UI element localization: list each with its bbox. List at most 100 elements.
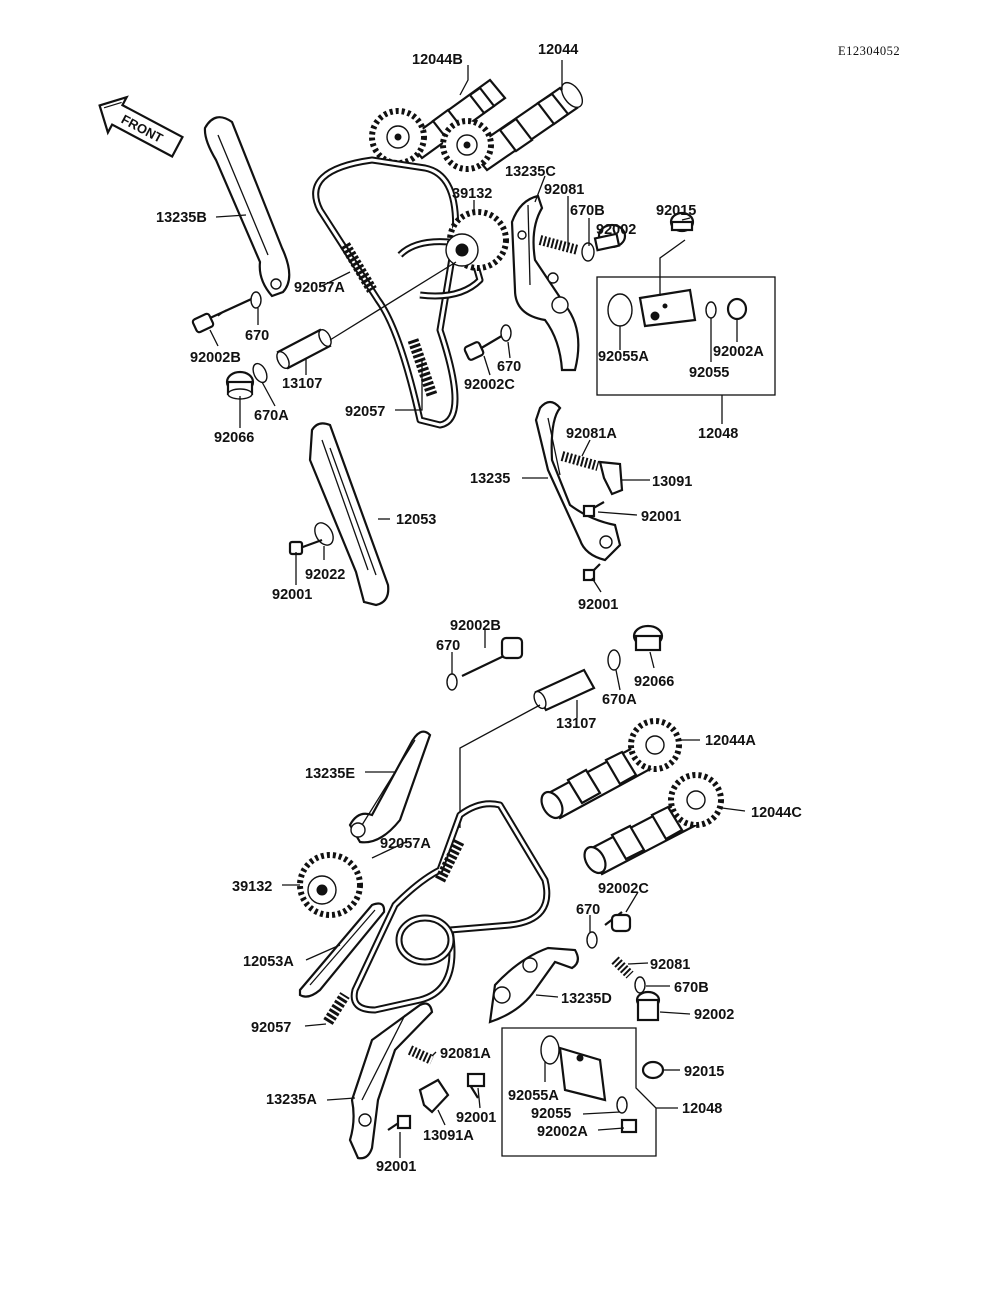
label-92055-bottom: 92055 — [531, 1106, 571, 1122]
front-direction-arrow: FRONT — [98, 95, 184, 158]
chain-guide-12053A — [298, 902, 386, 998]
label-13091: 13091 — [652, 474, 692, 490]
camshaft-12044B — [369, 78, 507, 166]
label-92001-top-lower: 92001 — [578, 597, 618, 613]
label-13091A: 13091A — [423, 1128, 474, 1144]
label-92001-top-right: 92001 — [641, 509, 681, 525]
camshaft-12044C — [583, 772, 724, 876]
label-92081A-bottom: 92081A — [440, 1046, 491, 1062]
label-670B-top: 670B — [570, 203, 605, 219]
label-92055A-bottom: 92055A — [508, 1088, 559, 1104]
label-12044B-top: 12044B — [412, 52, 463, 68]
spring-92081A-upper — [560, 451, 600, 471]
label-92081-bottom: 92081 — [650, 957, 690, 973]
label-670A-top: 670A — [254, 408, 289, 424]
label-92002-top: 92002 — [596, 222, 636, 238]
diagram-code: E12304052 — [838, 44, 900, 58]
label-670A-bottom: 670A — [602, 692, 637, 708]
label-39132-top: 39132 — [452, 186, 492, 202]
label-670-top-mid: 670 — [497, 359, 521, 375]
label-92066-top: 92066 — [214, 430, 254, 446]
cam-chain-lower — [350, 800, 551, 1014]
label-92001-bottom-mid: 92001 — [456, 1110, 496, 1126]
bolt-92002C-lower — [604, 911, 632, 933]
chain-link-92057A-upper — [340, 242, 377, 293]
tensioner-guide-13235A — [348, 1002, 434, 1160]
chain-link-92057A-lower — [435, 837, 465, 883]
plug-92066-lower — [632, 624, 664, 652]
spring-92081-lower — [611, 956, 634, 979]
bolt-92001-lower-mid — [466, 1072, 486, 1099]
washer-670-lower-top — [446, 673, 458, 691]
label-92015-bottom: 92015 — [684, 1064, 724, 1080]
label-92022: 92022 — [305, 567, 345, 583]
label-12044-top: 12044 — [538, 42, 578, 58]
label-92055A-top: 92055A — [598, 349, 649, 365]
bolt-92002B-lower — [461, 636, 524, 677]
label-13235: 13235 — [470, 471, 510, 487]
washer-670-lower-mid — [586, 931, 598, 949]
label-13235E: 13235E — [305, 766, 355, 782]
tensioner-guide-13235D — [488, 946, 579, 1024]
label-92066-bottom: 92066 — [634, 674, 674, 690]
label-670-bottom-mid: 670 — [576, 902, 600, 918]
label-670-top-left: 670 — [245, 328, 269, 344]
pivot-pin-13107-upper — [276, 261, 457, 370]
label-92057-bottom: 92057 — [251, 1020, 291, 1036]
chain-guide-13235B — [203, 116, 291, 298]
label-92055-top: 92055 — [689, 365, 729, 381]
washer-670-upper-left — [250, 291, 262, 309]
bolt-92002C-upper — [463, 333, 506, 361]
bracket-13091-upper — [598, 460, 624, 496]
tensioner-assembly-12048-upper — [596, 239, 776, 396]
oring-670A-upper — [252, 362, 268, 384]
tensioner-assembly-12048-lower — [501, 1027, 657, 1157]
label-670-bottom-top: 670 — [436, 638, 460, 654]
label-92057A-bottom: 92057A — [380, 836, 431, 852]
plug-92066-upper — [225, 370, 255, 400]
label-92001-bottom-left: 92001 — [376, 1159, 416, 1175]
cap-92015-upper — [669, 211, 695, 233]
label-13107-bottom: 13107 — [556, 716, 596, 732]
bolt-92001-upper-right — [582, 501, 605, 518]
plug-92002-lower — [635, 990, 661, 1022]
camshaft-12044 — [440, 81, 584, 172]
oring-670B-upper — [581, 242, 595, 262]
label-92002-bottom: 92002 — [694, 1007, 734, 1023]
label-13107-top: 13107 — [282, 376, 322, 392]
label-92002C-top: 92002C — [464, 377, 515, 393]
label-12053A: 12053A — [243, 954, 294, 970]
label-12048-top: 12048 — [698, 426, 738, 442]
washer-92022 — [314, 522, 334, 546]
label-92002B-bottom: 92002B — [450, 618, 501, 634]
label-13235B: 13235B — [156, 210, 207, 226]
idler-sprocket-39132-lower — [297, 852, 363, 918]
label-92081-top: 92081 — [544, 182, 584, 198]
chain-guide-13235E — [348, 730, 432, 844]
label-92081A-top: 92081A — [566, 426, 617, 442]
label-670B-bottom: 670B — [674, 980, 709, 996]
label-39132-bottom: 39132 — [232, 879, 272, 895]
label-92002A-bottom: 92002A — [537, 1124, 588, 1140]
label-92002A-top: 92002A — [713, 344, 764, 360]
label-12048-bottom: 12048 — [682, 1101, 722, 1117]
leader-lines — [209, 60, 746, 1158]
idler-sprocket-39132-upper — [445, 209, 509, 271]
bolt-92001-upper-lower — [582, 563, 601, 582]
plug-92002-upper — [593, 223, 627, 252]
label-13235A: 13235A — [266, 1092, 317, 1108]
bracket-13091A — [418, 1078, 450, 1114]
label-12044C: 12044C — [751, 805, 802, 821]
bolt-92001-lower-left — [387, 1114, 412, 1131]
bolt-92001-upper-left — [288, 538, 323, 556]
spring-92081-upper — [538, 235, 580, 255]
pivot-pin-13107-lower — [459, 668, 596, 828]
label-92015-top: 92015 — [656, 203, 696, 219]
oring-670A-lower — [607, 649, 621, 671]
spring-92081A-lower — [407, 1045, 435, 1065]
washer-670-upper-mid — [500, 324, 512, 342]
chain-link-92057-lower — [323, 992, 350, 1025]
oring-670B-lower — [634, 976, 646, 994]
part-labels: 12044B 12044 39132 13235C 92081 670B 920… — [156, 42, 802, 1175]
